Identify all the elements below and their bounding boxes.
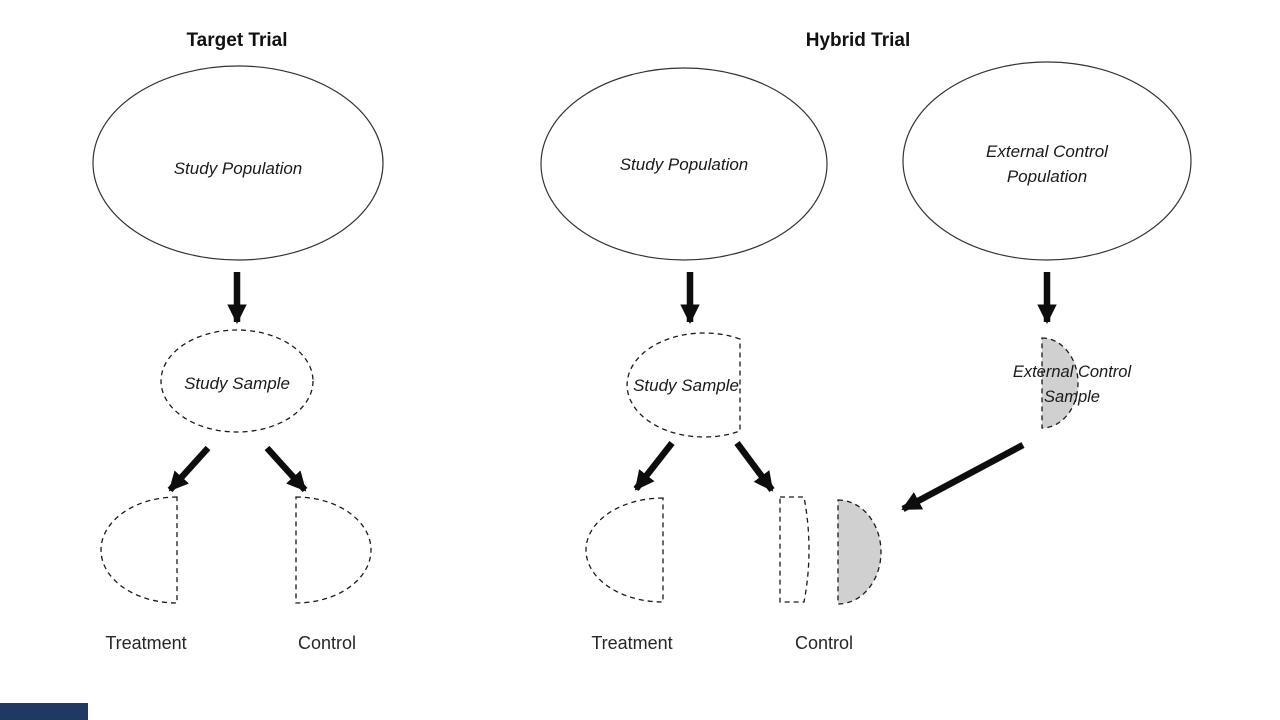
- target-control-half-ellipse: [295, 496, 372, 604]
- target-study-sample-label: Study Sample: [184, 374, 290, 393]
- external-control-sample-half-ellipse: [1041, 337, 1079, 429]
- external-control-sample-label-line1: External Control: [1013, 363, 1133, 381]
- target-trial-title: Target Trial: [186, 30, 287, 51]
- hybrid-control-external-half-ellipse: [837, 499, 882, 605]
- target-study-population-label: Study Population: [174, 159, 303, 178]
- target-arrow-sample-to-control-icon: [264, 445, 308, 493]
- target-control-label: Control: [298, 633, 356, 653]
- target-study-sample-ellipse: [160, 329, 314, 433]
- external-control-population-ellipse: [902, 61, 1192, 261]
- target-arrow-sample-to-treatment-icon: [167, 445, 211, 493]
- hybrid-treatment-half-ellipse: [585, 497, 664, 603]
- hybrid-treatment-label: Treatment: [591, 633, 672, 653]
- external-control-sample-label-line2: Sample: [1044, 388, 1100, 406]
- hybrid-trial-title: Hybrid Trial: [806, 30, 911, 51]
- external-control-population-label-line1: External Control: [986, 142, 1109, 161]
- hybrid-arrow-sample-to-treatment-icon: [633, 440, 675, 492]
- target-treatment-half-ellipse: [100, 496, 178, 604]
- external-control-population-label-line2: Population: [1007, 167, 1087, 186]
- bottom-accent-bar: [0, 703, 88, 720]
- hybrid-control-sliver: [779, 496, 810, 603]
- target-study-population-ellipse: [92, 65, 384, 261]
- arrow-external-sample-to-control-icon: [901, 442, 1025, 512]
- hybrid-study-population-ellipse: [540, 67, 828, 261]
- hybrid-study-population-label: Study Population: [620, 155, 749, 174]
- target-treatment-label: Treatment: [105, 633, 186, 653]
- hybrid-control-label: Control: [795, 633, 853, 653]
- hybrid-study-sample-label: Study Sample: [633, 376, 739, 395]
- hybrid-study-sample-truncated-ellipse: [626, 332, 741, 438]
- hybrid-arrow-sample-to-control-icon: [734, 441, 775, 492]
